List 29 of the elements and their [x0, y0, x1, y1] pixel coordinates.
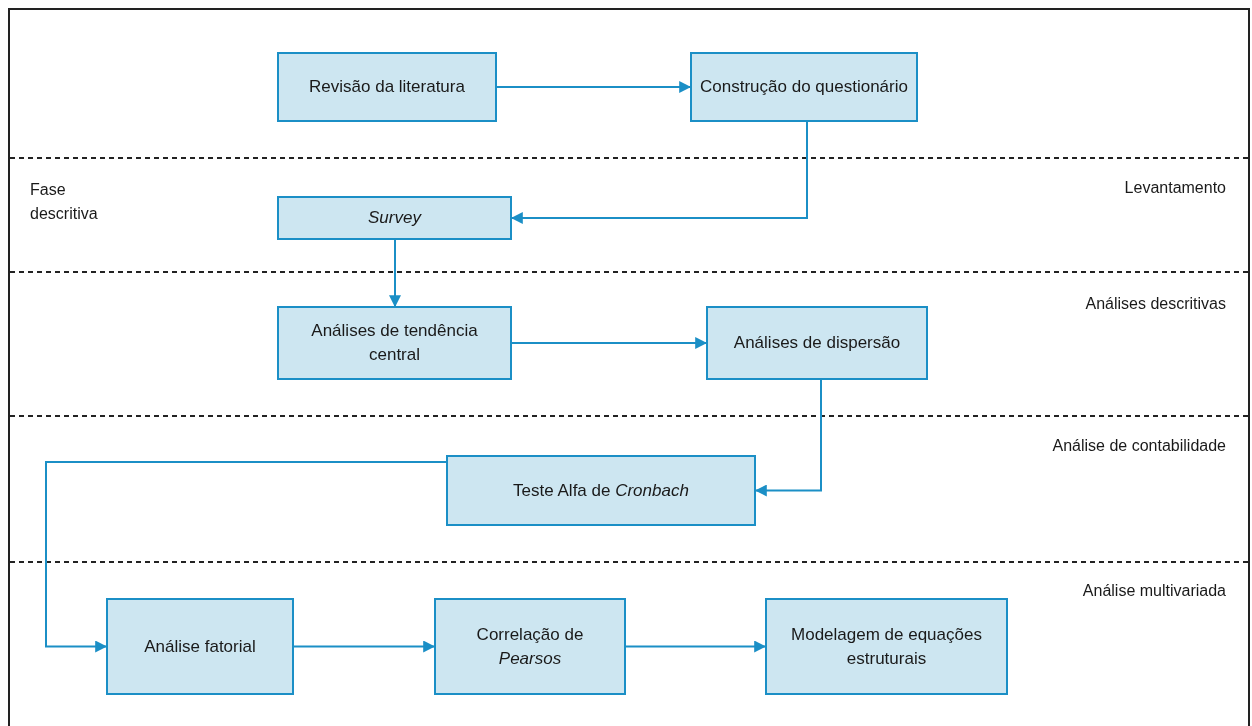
box-label: Análise fatorial: [144, 635, 256, 658]
box-label: Construção do questionário: [700, 76, 908, 98]
process-box: [434, 598, 626, 695]
process-box: [277, 52, 497, 122]
arrow: [511, 337, 708, 349]
box-label: Revisão da literatura: [309, 76, 465, 98]
process-box: [106, 598, 294, 695]
box-label: Análises de dispersão: [733, 332, 901, 354]
box-label: Análises de tendência central: [310, 320, 479, 366]
box-label: Correlação de Pearsos: [475, 623, 585, 670]
arrow: [389, 239, 401, 308]
box-label: Survey: [368, 207, 421, 229]
process-box: [690, 52, 918, 122]
process-box: [277, 306, 512, 380]
process-box: [446, 455, 756, 526]
box-label: Modelagem de equações estruturais: [790, 623, 983, 670]
arrow: [625, 640, 767, 653]
phase-label: Análises descritivas: [1085, 294, 1226, 314]
arrow: [45, 461, 447, 653]
arrow: [496, 81, 692, 93]
process-box: [765, 598, 1008, 695]
phase-label: Fase descritiva: [30, 180, 99, 224]
arrow: [293, 640, 436, 653]
process-box: [706, 306, 928, 380]
phase-label: Análise de contabilidade: [1052, 436, 1226, 456]
box-label: Teste Alfa de Cronbach: [513, 479, 689, 502]
phase-label: Levantamento: [1124, 178, 1226, 198]
process-box: [277, 196, 512, 240]
phase-label: Análise multivariada: [1082, 581, 1226, 601]
